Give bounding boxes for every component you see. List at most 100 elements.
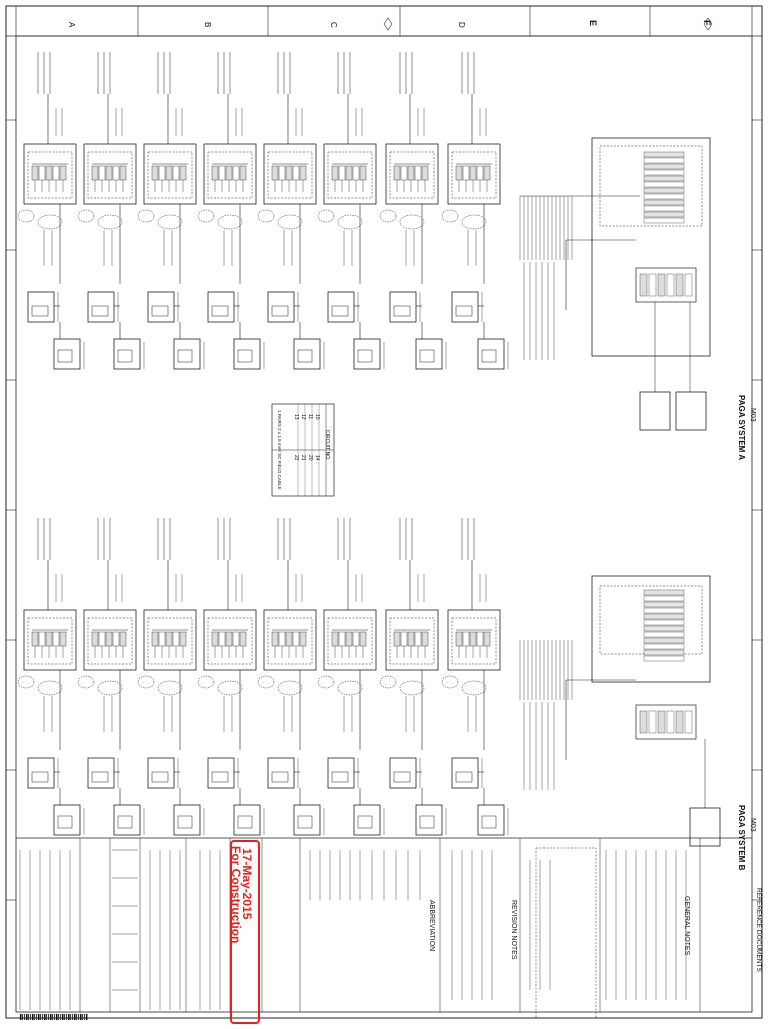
junction-box-inner bbox=[451, 617, 497, 665]
speaker-horn bbox=[415, 804, 443, 836]
terminal bbox=[483, 631, 491, 647]
speaker-terminals bbox=[393, 305, 411, 317]
revision-cloud bbox=[157, 214, 183, 230]
amp-module bbox=[666, 273, 675, 297]
terminal bbox=[407, 165, 415, 181]
paga-cabinet-b bbox=[591, 575, 711, 683]
junction-box-inner bbox=[147, 617, 193, 665]
terminal bbox=[98, 165, 106, 181]
junction-box bbox=[203, 143, 257, 205]
center-marker bbox=[383, 17, 393, 31]
revision-cloud bbox=[77, 675, 95, 689]
junction-box bbox=[447, 609, 501, 671]
speaker-terminals bbox=[91, 771, 109, 783]
legend-row: 10 bbox=[314, 414, 320, 420]
terminal bbox=[400, 631, 408, 647]
terminal bbox=[239, 165, 247, 181]
revision-cloud bbox=[461, 680, 487, 696]
reference-documents-heading: REFERENCE DOCUMENTS bbox=[755, 888, 762, 972]
junction-box-inner bbox=[27, 151, 73, 199]
speaker-horn bbox=[389, 291, 417, 323]
terminal bbox=[271, 631, 279, 647]
cabinet-terminal bbox=[643, 595, 685, 602]
terminal bbox=[151, 165, 159, 181]
terminal bbox=[414, 631, 422, 647]
terminal bbox=[393, 165, 401, 181]
cabinet-terminal bbox=[643, 637, 685, 644]
cabinet-a-enclosure bbox=[599, 145, 703, 227]
terminal bbox=[91, 631, 99, 647]
junction-box-inner bbox=[87, 151, 133, 199]
terminal bbox=[285, 165, 293, 181]
barcode-bar bbox=[35, 1013, 37, 1021]
speaker-horn bbox=[113, 338, 141, 370]
zone-letter-c: C bbox=[329, 22, 338, 28]
barcode-bar bbox=[25, 1013, 28, 1021]
cabinet-terminal bbox=[643, 157, 685, 164]
barcode-bar bbox=[27, 1013, 29, 1021]
terminal bbox=[400, 165, 408, 181]
legend-row: 22 bbox=[293, 455, 299, 461]
junction-box bbox=[143, 143, 197, 205]
revision-cloud bbox=[217, 680, 243, 696]
amp-unit bbox=[675, 391, 707, 431]
cabinet-terminal bbox=[643, 601, 685, 608]
revision-cloud bbox=[441, 675, 459, 689]
terminal bbox=[165, 165, 173, 181]
revision-cloud bbox=[277, 214, 303, 230]
speaker-terminals bbox=[57, 815, 73, 829]
junction-box bbox=[83, 609, 137, 671]
cabinet-terminal bbox=[643, 631, 685, 638]
speaker-horn bbox=[53, 338, 81, 370]
barcode-bar bbox=[67, 1013, 70, 1021]
terminal bbox=[239, 631, 247, 647]
amp-unit bbox=[639, 391, 671, 431]
revision-cloud bbox=[379, 209, 397, 223]
general-notes-heading: GENERAL NOTES bbox=[683, 896, 690, 956]
terminal bbox=[59, 631, 67, 647]
revision-cloud bbox=[257, 675, 275, 689]
speaker-terminals bbox=[211, 771, 229, 783]
barcode-bar bbox=[37, 1013, 40, 1021]
terminal bbox=[31, 165, 39, 181]
center-marker bbox=[703, 17, 713, 31]
speaker-terminals bbox=[481, 815, 497, 829]
cabinet-terminal bbox=[643, 589, 685, 596]
cabinet-terminal bbox=[643, 199, 685, 206]
cabinet-terminal bbox=[643, 643, 685, 650]
barcode-bar bbox=[57, 1013, 59, 1021]
terminal bbox=[179, 631, 187, 647]
revision-cloud bbox=[137, 675, 155, 689]
junction-box bbox=[23, 609, 77, 671]
barcode-bar bbox=[23, 1013, 25, 1021]
terminal bbox=[52, 631, 60, 647]
terminal bbox=[271, 165, 279, 181]
terminal bbox=[352, 165, 360, 181]
barcode-bar bbox=[19, 1013, 22, 1021]
cabinet-terminal bbox=[643, 655, 685, 662]
terminal bbox=[232, 631, 240, 647]
amp-module bbox=[675, 710, 684, 734]
speaker-terminals bbox=[271, 305, 289, 317]
amp-module bbox=[657, 710, 666, 734]
cabinet-terminal bbox=[643, 163, 685, 170]
barcode-bar bbox=[51, 1013, 53, 1021]
junction-box-inner bbox=[87, 617, 133, 665]
cabinet-terminal bbox=[643, 151, 685, 158]
legend-note: 1 PAIRS 2 x 1.5 mm² SC FIELD CABLE bbox=[277, 410, 282, 490]
barcode-bar bbox=[49, 1013, 52, 1021]
speaker-terminals bbox=[297, 815, 313, 829]
speaker-horn bbox=[233, 338, 261, 370]
junction-box bbox=[447, 143, 501, 205]
speaker-horn bbox=[353, 338, 381, 370]
revision-cloud bbox=[257, 209, 275, 223]
terminal bbox=[38, 165, 46, 181]
barcode-bar bbox=[73, 1013, 76, 1021]
speaker-horn bbox=[451, 757, 479, 789]
terminal bbox=[105, 631, 113, 647]
barcode-bar bbox=[41, 1013, 43, 1021]
speaker-terminals bbox=[151, 305, 169, 317]
junction-box bbox=[385, 143, 439, 205]
terminal bbox=[112, 631, 120, 647]
